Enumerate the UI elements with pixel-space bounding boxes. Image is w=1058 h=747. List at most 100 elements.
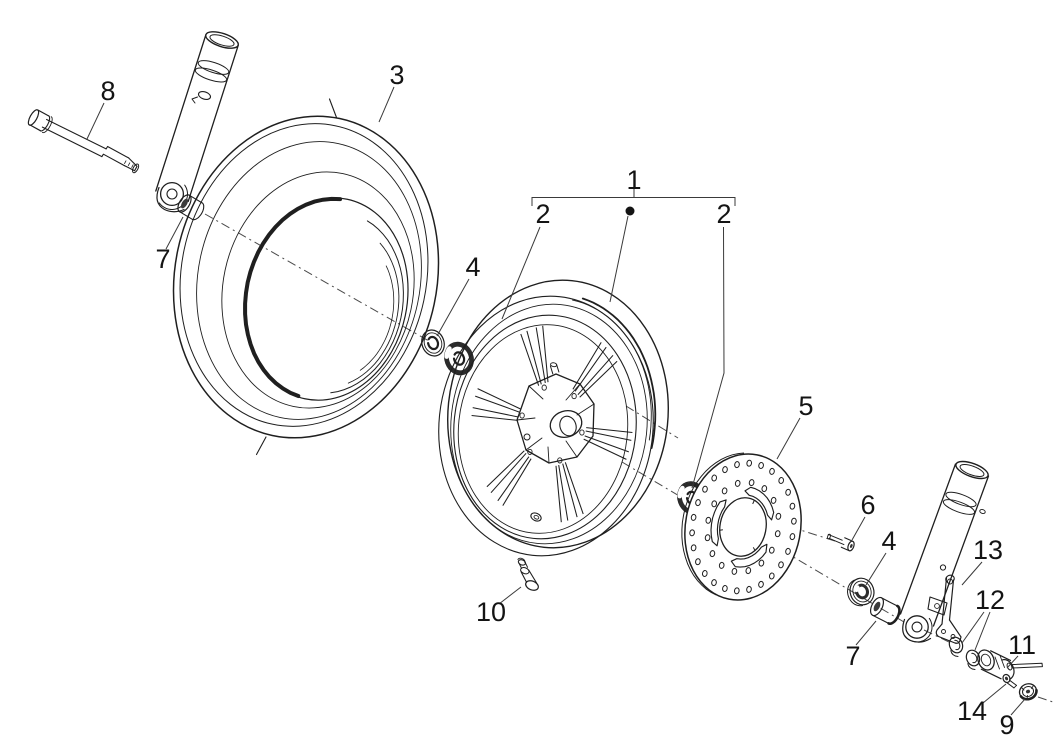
spoke-edge bbox=[572, 342, 602, 390]
spoke-edge bbox=[477, 388, 521, 410]
rim-inner-lip bbox=[457, 324, 629, 534]
callout-7-left: 7 bbox=[155, 244, 170, 274]
callout-2-right: 2 bbox=[716, 199, 731, 229]
callout-6: 6 bbox=[860, 490, 875, 520]
disc-hole-inner bbox=[718, 561, 725, 569]
sensor-front-bore bbox=[980, 653, 992, 667]
callout-4-right: 4 bbox=[881, 526, 896, 556]
disc-hole-outer bbox=[789, 533, 796, 541]
callout-5: 5 bbox=[798, 391, 813, 421]
hub-bolt bbox=[523, 433, 531, 441]
spoke-edge bbox=[520, 333, 540, 386]
disc-hole-outer bbox=[789, 502, 796, 510]
fork-tube-collar bbox=[197, 60, 230, 75]
front-axle-bolt bbox=[27, 109, 140, 174]
axle-shaft bbox=[41, 118, 107, 158]
callout-12: 12 bbox=[975, 585, 1005, 615]
spoke-root-hole bbox=[519, 412, 525, 419]
screw-socket bbox=[1004, 676, 1009, 681]
tire-sidewall-line bbox=[221, 171, 415, 409]
spoke-edge bbox=[564, 462, 584, 515]
fork-tube-collar bbox=[945, 491, 977, 508]
disc-hole-inner bbox=[768, 546, 775, 554]
fork-tube-collar bbox=[942, 499, 976, 515]
seal-c-ring bbox=[427, 335, 440, 351]
disc-hole-outer bbox=[701, 570, 708, 577]
leader-2-right bbox=[691, 226, 725, 489]
bracket-foot bbox=[935, 619, 962, 644]
disc-hole-outer bbox=[690, 513, 697, 521]
speed-sensor bbox=[977, 649, 1043, 680]
callout-11: 11 bbox=[1008, 630, 1036, 660]
disc-hole-outer bbox=[733, 587, 740, 595]
spoke-edge bbox=[490, 452, 527, 494]
sensor-cap-nut bbox=[1018, 683, 1038, 701]
axle-clamp-boss bbox=[159, 181, 185, 207]
leader-10 bbox=[498, 586, 522, 605]
disc-hole-inner bbox=[711, 500, 718, 508]
axle-clamp-boss bbox=[905, 615, 929, 639]
sensor-screw bbox=[1002, 673, 1017, 689]
bearing-ring-gap bbox=[444, 346, 452, 359]
cap-dark-arc bbox=[1019, 688, 1038, 701]
cap-center bbox=[1025, 689, 1031, 694]
spoke-edge bbox=[526, 330, 542, 385]
leader-6 bbox=[851, 516, 866, 541]
axle-head-sides bbox=[29, 109, 50, 132]
disc-hole-outer bbox=[791, 517, 797, 525]
disc-hole-outer bbox=[785, 547, 791, 555]
axle-clamp-bore bbox=[166, 188, 178, 200]
axle-collar bbox=[101, 145, 130, 167]
disc-hole-outer bbox=[695, 558, 701, 566]
callout-10: 10 bbox=[476, 597, 506, 627]
spacer-bore bbox=[873, 601, 881, 612]
fork-tube-collar bbox=[194, 67, 228, 83]
callout-14: 14 bbox=[957, 696, 987, 726]
axle-clamp-bore bbox=[911, 621, 923, 633]
bearing-ring bbox=[444, 342, 474, 375]
valve-band bbox=[520, 567, 530, 575]
disc-hole-inner bbox=[761, 485, 768, 493]
tire-seam bbox=[328, 98, 338, 119]
tire-inner-arc bbox=[347, 242, 400, 384]
spoke-edge bbox=[584, 435, 629, 453]
rim-inner-edge bbox=[453, 314, 637, 540]
axis-line bbox=[1037, 696, 1057, 704]
disc-thickness-edge bbox=[681, 452, 745, 596]
leader-7-left bbox=[165, 216, 184, 250]
spacer-bore bbox=[180, 198, 189, 209]
boss-flange bbox=[904, 617, 933, 643]
hub-bore bbox=[559, 415, 577, 437]
bearing-c-ring bbox=[452, 351, 466, 366]
sensor-front-face bbox=[977, 649, 995, 671]
screw-socket bbox=[849, 544, 853, 548]
spoke-edge bbox=[579, 360, 618, 398]
spoke-root-hole bbox=[541, 384, 547, 391]
bracket-foot-hole bbox=[950, 634, 956, 639]
valve-base bbox=[525, 580, 539, 591]
fork-bleed-hole bbox=[197, 91, 212, 100]
hub-body bbox=[516, 373, 595, 464]
seal-inner bbox=[423, 332, 443, 354]
disc-wave-slot bbox=[744, 486, 775, 521]
brake-disc bbox=[681, 452, 802, 601]
fork-nub bbox=[979, 508, 986, 515]
front-fork-left-leg bbox=[155, 31, 239, 213]
disc-hole-outer bbox=[768, 572, 775, 580]
screw-head-sides bbox=[840, 537, 854, 552]
alloy-wheel bbox=[438, 279, 669, 557]
bracket-top-cap bbox=[945, 574, 955, 583]
screw-tip bbox=[827, 533, 831, 540]
axis-line bbox=[923, 629, 950, 643]
spoke-edge bbox=[555, 465, 562, 523]
leader-4-right bbox=[865, 552, 887, 586]
callout-8: 8 bbox=[100, 76, 115, 106]
rim-seat-band bbox=[581, 297, 657, 449]
disc-hole-inner bbox=[721, 487, 728, 495]
leader-7-right bbox=[855, 620, 877, 646]
leader-4-left bbox=[436, 278, 470, 337]
tire-tread-line bbox=[196, 141, 422, 420]
sensor-knurl bbox=[994, 655, 1005, 670]
disc-hole-outer bbox=[711, 474, 718, 482]
